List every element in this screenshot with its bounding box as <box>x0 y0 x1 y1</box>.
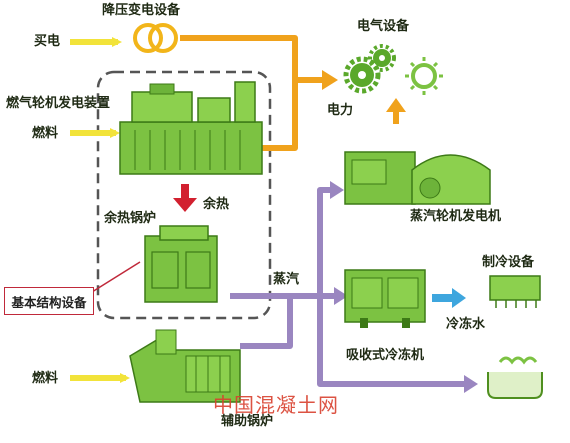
steam-turbine-icon <box>344 151 491 205</box>
absorption-chiller-icon <box>344 269 426 328</box>
watermark: 中国混凝土网 <box>213 393 339 417</box>
waste-heat-boiler-icon <box>144 225 218 303</box>
label-basic-equipment: 基本结构设备 <box>11 294 87 310</box>
label-steam-turbine: 蒸汽轮机发电机 <box>410 209 502 224</box>
gas-turbine-icon <box>119 81 263 175</box>
basic-equipment-callout: 基本结构设备 <box>4 287 94 315</box>
label-transformer: 降压变电设备 <box>102 3 181 18</box>
label-fuel-bottom: 燃料 <box>32 371 59 386</box>
label-steam: 蒸汽 <box>273 272 300 287</box>
electric-equipment-icon <box>343 44 443 95</box>
arrow-steam-turbine-power <box>386 98 406 112</box>
arrow-power-to-equipment <box>322 70 338 90</box>
input-arrows <box>70 37 130 383</box>
label-gas-turbine: 燃气轮机发电装置 <box>6 96 111 111</box>
arrow-steam-to-chiller <box>334 287 348 305</box>
label-buy-power: 买电 <box>34 34 61 49</box>
label-absorption-chiller: 吸收式冷冻机 <box>346 348 425 363</box>
label-waste-heat-boiler: 余热锅炉 <box>104 211 157 226</box>
arrow-steam-to-turbine <box>330 181 344 199</box>
transformer-icon <box>133 23 178 53</box>
chilled-water-arrow <box>432 288 466 308</box>
waste-heat-arrow <box>173 184 197 212</box>
label-electric-equipment: 电气设备 <box>357 19 410 34</box>
label-refrigeration-equipment: 制冷设备 <box>482 255 535 270</box>
refrigeration-equipment-icon <box>489 275 541 308</box>
basic-equipment-boundary <box>96 70 272 320</box>
heating-equipment-icon <box>487 356 543 399</box>
aux-boiler-icon <box>129 329 241 403</box>
label-chilled-water: 冷冻水 <box>446 317 486 332</box>
power-lines <box>180 35 399 151</box>
label-aux-boiler: 辅助锅炉 <box>221 414 274 429</box>
label-fuel-top: 燃料 <box>32 126 59 141</box>
label-waste-heat: 余热 <box>203 197 230 212</box>
callout-connector <box>91 261 141 293</box>
label-power: 电力 <box>327 103 354 118</box>
steam-lines <box>230 187 464 387</box>
arrow-steam-to-heating <box>464 375 478 393</box>
